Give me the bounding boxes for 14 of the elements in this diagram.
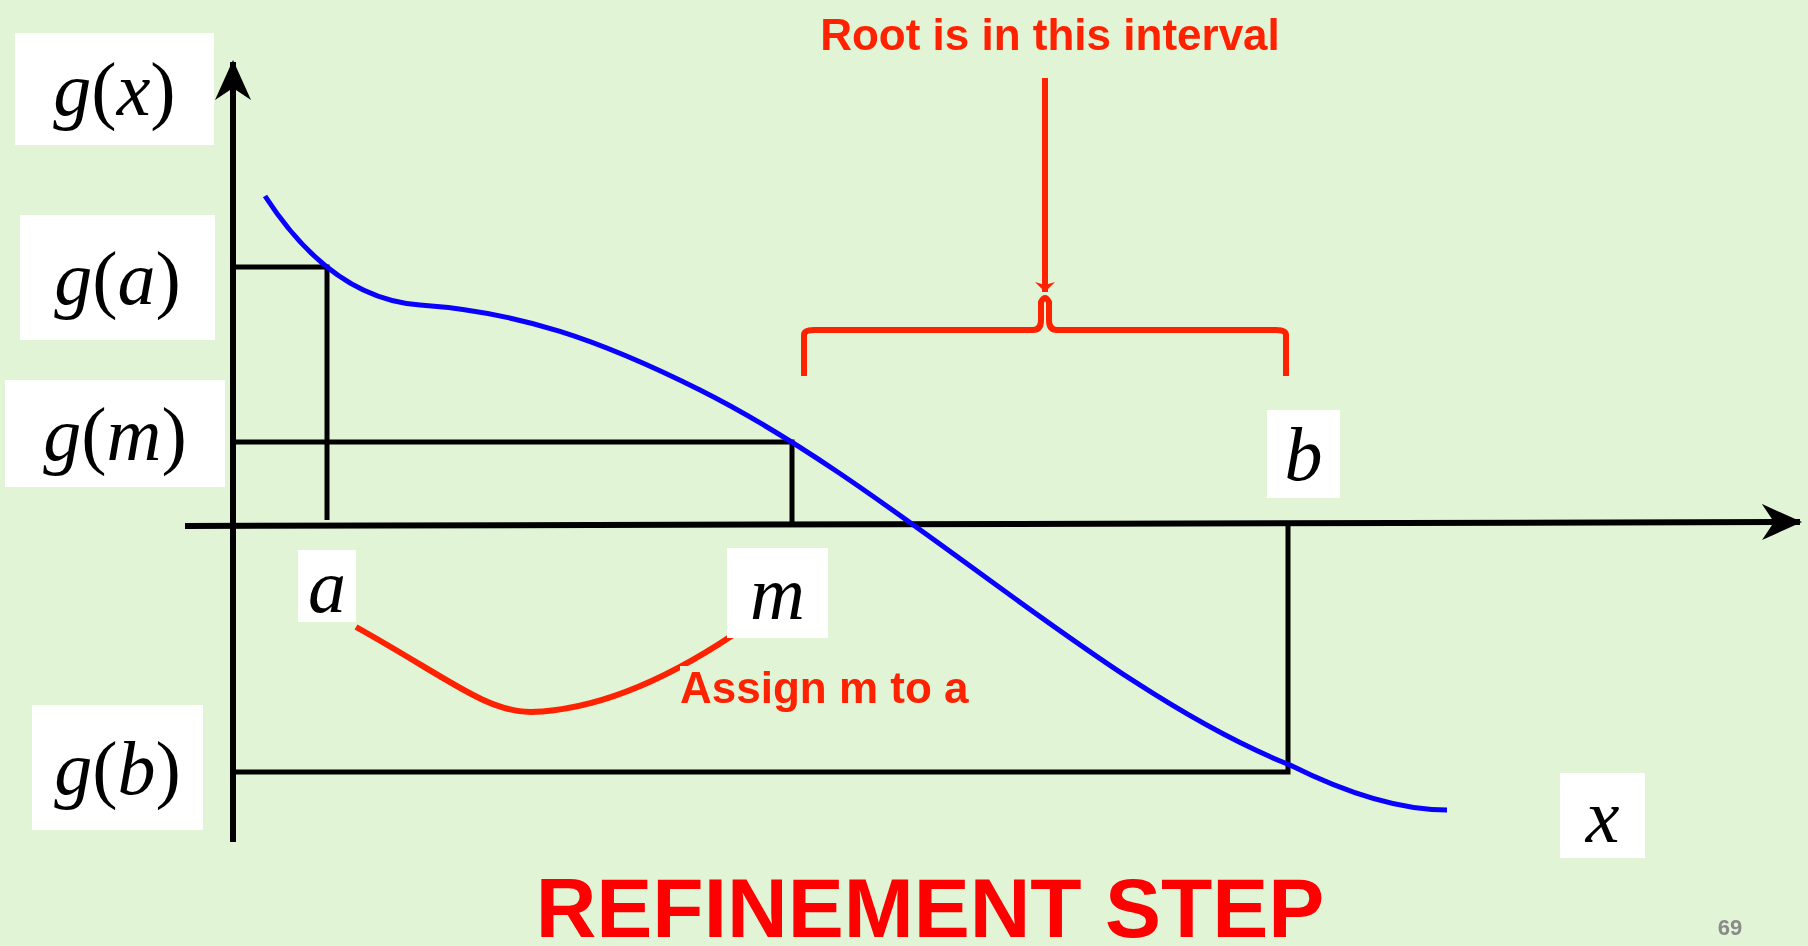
arrow (1035, 78, 1055, 292)
axis-label: m (727, 548, 828, 638)
annotation-text: Root is in this interval (820, 13, 1280, 57)
axis-label: b (1267, 410, 1340, 498)
axis-label: x (1560, 773, 1645, 858)
axis-label: g(a) (20, 215, 215, 340)
edge-label: Assign m to a (680, 666, 969, 710)
axis-label: a (298, 550, 356, 622)
title: REFINEMENT STEP (534, 866, 1326, 946)
axis-label: g(b) (32, 705, 203, 830)
axis-label: g(m) (5, 380, 225, 487)
page-number: 69 (1716, 913, 1744, 942)
curved-connector (354, 624, 735, 715)
axis-label: g(x) (15, 33, 214, 145)
